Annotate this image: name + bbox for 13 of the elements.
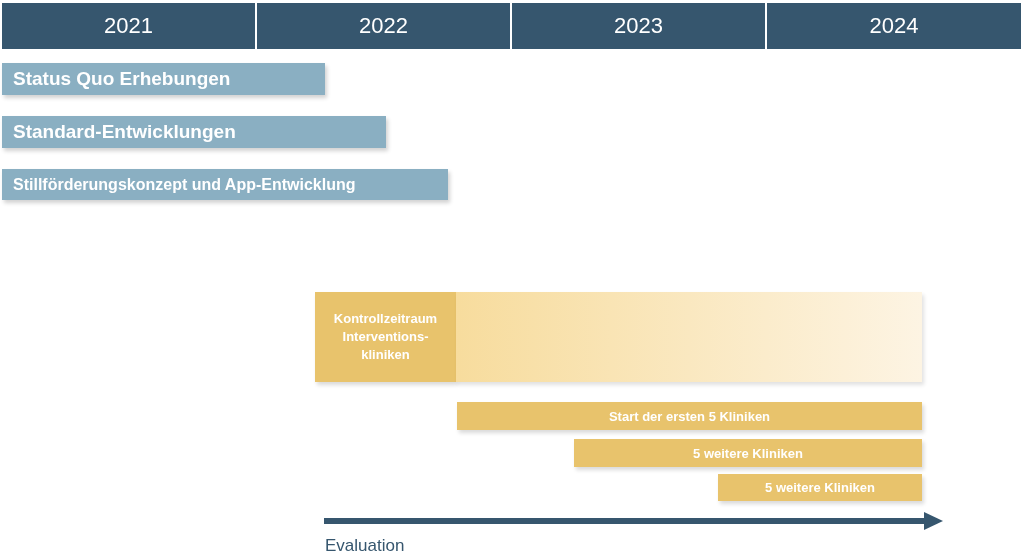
task-bar: Standard-Entwicklungen	[2, 116, 386, 148]
phase-bar: 5 weitere Kliniken	[718, 474, 922, 501]
gradient-band	[456, 292, 922, 382]
arrow-caption: Evaluation	[325, 536, 405, 556]
year-header-cell: 2024	[767, 3, 1021, 49]
task-bar: Status Quo Erhebungen	[2, 63, 325, 95]
phase-bar: 5 weitere Kliniken	[574, 439, 922, 467]
phase-bar: Start der ersten 5 Kliniken	[457, 402, 922, 430]
phase-box: Kontrollzeitraum Interventions- kliniken	[315, 292, 456, 382]
task-bar: Stillförderungskonzept und App-Entwicklung	[2, 169, 448, 200]
year-header-cell: 2021	[2, 3, 255, 49]
year-header-cell: 2023	[512, 3, 765, 49]
year-header-cell: 2022	[257, 3, 510, 49]
